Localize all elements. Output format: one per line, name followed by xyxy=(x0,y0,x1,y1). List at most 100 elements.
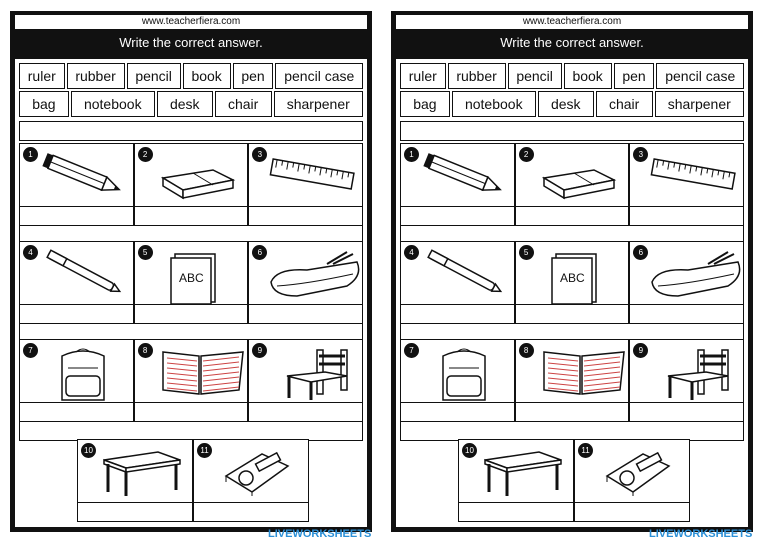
separator-strip xyxy=(19,121,363,141)
item-4: 4 xyxy=(400,241,515,324)
item-row: 4 5 ABC 6 xyxy=(19,241,363,324)
picture-box: 8 xyxy=(135,340,248,402)
answer-field-7[interactable] xyxy=(401,402,514,421)
picture-box: 3 xyxy=(630,144,743,206)
answer-field-4[interactable] xyxy=(401,304,514,323)
item-number: 7 xyxy=(23,343,38,358)
answer-field-8[interactable] xyxy=(134,402,248,421)
item-number: 8 xyxy=(137,343,153,358)
word-bank-item: notebook xyxy=(70,91,155,117)
picture-box: 5 ABC xyxy=(135,242,248,304)
answer-field-9[interactable] xyxy=(249,402,362,421)
answer-field-2[interactable] xyxy=(515,206,629,225)
item-1: 1 xyxy=(400,143,515,226)
answer-field-1[interactable] xyxy=(20,206,133,225)
answer-field-11[interactable] xyxy=(194,502,308,521)
word-bank-item: pen xyxy=(613,63,655,89)
picture-box: 2 xyxy=(516,144,629,206)
item-6: 6 xyxy=(629,241,744,324)
item-row: 10 11 xyxy=(77,439,309,522)
item-9: 9 xyxy=(248,339,363,422)
answer-field-10[interactable] xyxy=(459,502,573,521)
item-number: 5 xyxy=(518,245,534,260)
item-number: 4 xyxy=(404,245,419,260)
answer-field-5[interactable] xyxy=(515,304,629,323)
picture-box: 6 xyxy=(249,242,362,304)
separator-strip xyxy=(400,121,744,141)
picture-box: 9 xyxy=(630,340,743,402)
item-number: 11 xyxy=(578,443,593,458)
item-number: 3 xyxy=(633,147,649,162)
word-bank-item: desk xyxy=(156,91,213,117)
item-10: 10 xyxy=(458,439,574,522)
answer-field-5[interactable] xyxy=(134,304,248,323)
picture-box: 7 xyxy=(401,340,514,402)
word-bank-item: pencil case xyxy=(275,63,364,89)
item-2: 2 xyxy=(133,143,249,226)
word-bank-item: ruler xyxy=(400,63,446,89)
picture-box: 7 xyxy=(20,340,133,402)
word-bank-item: ruler xyxy=(19,63,65,89)
svg-text:ABC: ABC xyxy=(560,271,585,285)
item-number: 4 xyxy=(23,245,38,260)
item-number: 10 xyxy=(81,443,96,458)
item-8: 8 xyxy=(133,339,249,422)
item-row: 4 5 ABC 6 xyxy=(400,241,744,324)
item-row: 7 8 9 xyxy=(400,339,744,422)
item-number: 2 xyxy=(137,147,153,162)
answer-field-6[interactable] xyxy=(249,304,362,323)
picture-box: 10 xyxy=(78,440,192,502)
answer-field-6[interactable] xyxy=(630,304,743,323)
word-bank-item: rubber xyxy=(447,63,506,89)
answer-field-3[interactable] xyxy=(249,206,362,225)
word-bank-item: rubber xyxy=(66,63,125,89)
answer-field-8[interactable] xyxy=(515,402,629,421)
item-number: 6 xyxy=(252,245,268,260)
word-bank-item: pen xyxy=(232,63,274,89)
word-bank-item: pencil xyxy=(126,63,181,89)
item-number: 7 xyxy=(404,343,419,358)
item-number: 8 xyxy=(518,343,534,358)
word-bank-item: bag xyxy=(19,91,69,117)
separator-strip xyxy=(400,421,744,441)
picture-box: 2 xyxy=(135,144,248,206)
picture-box: 4 xyxy=(20,242,133,304)
answer-field-3[interactable] xyxy=(630,206,743,225)
answer-field-10[interactable] xyxy=(78,502,192,521)
picture-box: 6 xyxy=(630,242,743,304)
item-9: 9 xyxy=(629,339,744,422)
answer-field-11[interactable] xyxy=(575,502,689,521)
item-row: 7 8 9 xyxy=(19,339,363,422)
site-url: www.teacherfiera.com xyxy=(15,15,367,29)
svg-text:ABC: ABC xyxy=(179,271,204,285)
word-bank-item: sharpener xyxy=(273,91,363,117)
word-bank-item: book xyxy=(563,63,612,89)
word-bank-item: book xyxy=(182,63,231,89)
item-2: 2 xyxy=(514,143,630,226)
item-6: 6 xyxy=(248,241,363,324)
answer-field-1[interactable] xyxy=(401,206,514,225)
answer-field-2[interactable] xyxy=(134,206,248,225)
instruction-title: Write the correct answer. xyxy=(119,35,263,50)
word-bank-item: sharpener xyxy=(654,91,744,117)
word-bank-item: bag xyxy=(400,91,450,117)
word-bank-item: pencil xyxy=(507,63,562,89)
answer-field-9[interactable] xyxy=(630,402,743,421)
item-10: 10 xyxy=(77,439,193,522)
answer-field-4[interactable] xyxy=(20,304,133,323)
picture-box: 3 xyxy=(249,144,362,206)
item-number: 9 xyxy=(252,343,268,358)
item-number: 11 xyxy=(197,443,212,458)
picture-box: 4 xyxy=(401,242,514,304)
answer-field-7[interactable] xyxy=(20,402,133,421)
word-bank-item: desk xyxy=(537,91,594,117)
item-11: 11 xyxy=(574,439,690,522)
item-number: 9 xyxy=(633,343,649,358)
item-number: 5 xyxy=(137,245,153,260)
item-11: 11 xyxy=(193,439,309,522)
word-bank-item: chair xyxy=(595,91,653,117)
